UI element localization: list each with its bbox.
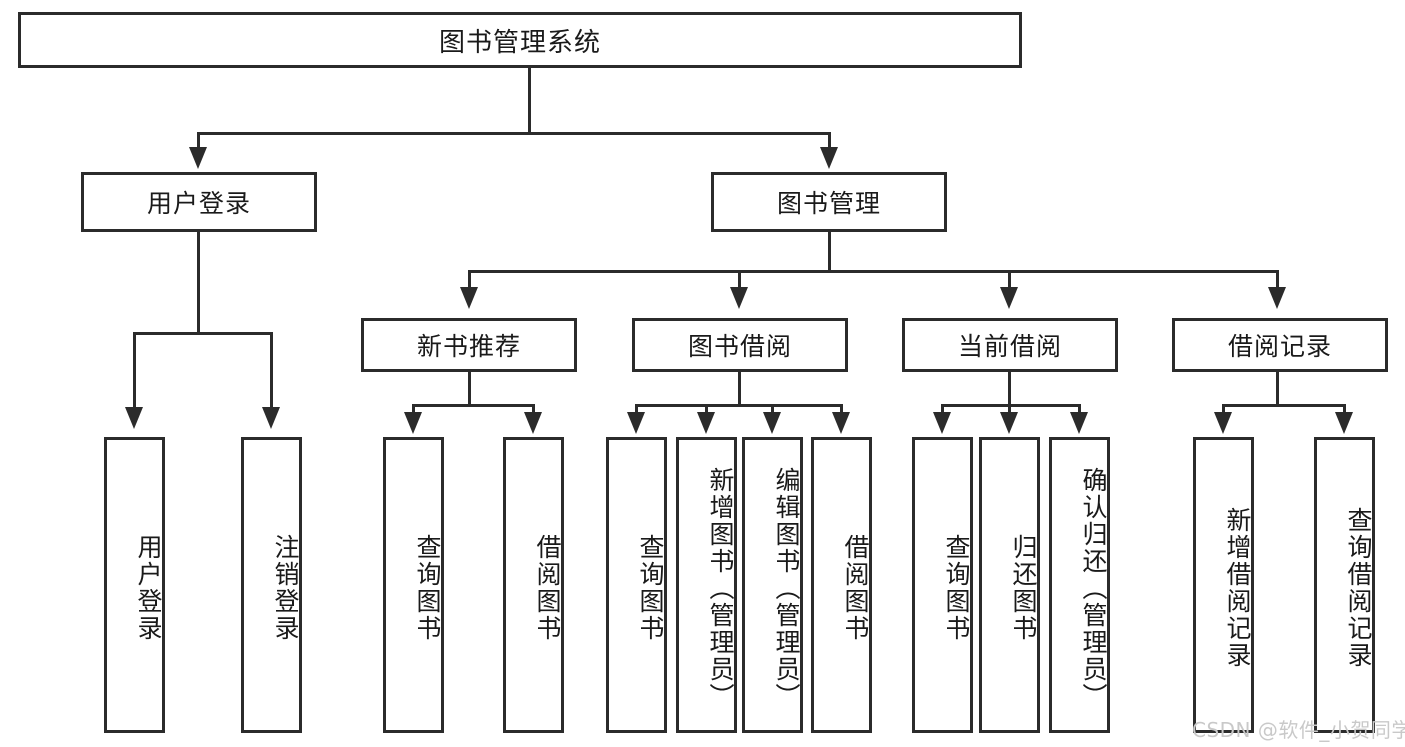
connector-book-manage-stem [828, 232, 831, 272]
node-label: 归还图书 [1009, 534, 1038, 642]
arrow-to-current-borrow [1000, 287, 1018, 309]
connector-current-borrow-bus [941, 404, 1081, 407]
connector-borrow-record-stem [1276, 372, 1279, 406]
arrow-to-new-book [460, 287, 478, 309]
connector-new-book-stem [468, 372, 471, 406]
node-label: 查询借阅记录 [1344, 507, 1373, 669]
arrow-to-br-add-record [1214, 412, 1232, 434]
connector-book-borrow-bus [635, 404, 843, 407]
leaf-br-query-record[interactable]: 查询借阅记录 [1314, 437, 1375, 733]
connector-drop-cb-2 [1008, 404, 1011, 418]
connector-drop-leaf-logout [270, 332, 273, 410]
node-new-book-recommend[interactable]: 新书推荐 [361, 318, 577, 372]
connector-root-bus [197, 132, 831, 135]
connector-level3-bus [468, 270, 1279, 273]
arrow-to-user-login [189, 147, 207, 169]
arrow-to-nb-borrow-book [524, 412, 542, 434]
arrow-to-br-query-record [1335, 412, 1353, 434]
connector-drop-current-borrow [1008, 270, 1011, 290]
connector-borrow-record-bus [1222, 404, 1346, 407]
connector-current-borrow-stem [1008, 372, 1011, 406]
node-book-borrow[interactable]: 图书借阅 [632, 318, 848, 372]
arrow-to-nb-query-book [404, 412, 422, 434]
node-label: 图书管理 [776, 189, 881, 218]
connector-drop-bb-2 [705, 404, 708, 418]
leaf-bb-edit-book[interactable]: 编辑图书（管理员） [742, 437, 803, 733]
connector-book-borrow-stem [738, 372, 741, 406]
node-label: 借阅记录 [1227, 332, 1332, 361]
leaf-cb-confirm-return[interactable]: 确认归还（管理员） [1049, 437, 1110, 733]
node-label: 用户登录 [146, 189, 251, 218]
leaf-user-login[interactable]: 用户登录 [104, 437, 165, 733]
arrow-to-bb-borrow-book [832, 412, 850, 434]
node-borrow-record[interactable]: 借阅记录 [1172, 318, 1388, 372]
connector-drop-cb-3 [1078, 404, 1081, 418]
arrow-to-bb-edit-book [763, 412, 781, 434]
connector-new-book-bus [412, 404, 535, 407]
node-label: 图书借阅 [687, 332, 792, 361]
connector-drop-cb-1 [941, 404, 944, 418]
leaf-bb-query-book[interactable]: 查询图书 [606, 437, 667, 733]
connector-drop-new-book [468, 270, 471, 290]
csdn-watermark: CSDN @软件_小贺同学 [1192, 718, 1405, 742]
leaf-br-add-record[interactable]: 新增借阅记录 [1193, 437, 1254, 733]
node-label: 查询图书 [636, 534, 665, 642]
node-label: 注销登录 [271, 534, 300, 642]
node-label: 确认归还（管理员） [1079, 466, 1108, 710]
leaf-bb-add-book[interactable]: 新增图书（管理员） [676, 437, 737, 733]
connector-drop-book-borrow [738, 270, 741, 290]
node-label: 查询图书 [413, 534, 442, 642]
arrow-to-leaf-logout [262, 407, 280, 429]
node-label: 新增图书（管理员） [706, 466, 735, 710]
node-current-borrow[interactable]: 当前借阅 [902, 318, 1118, 372]
leaf-cb-return-book[interactable]: 归还图书 [979, 437, 1040, 733]
node-label: 新增借阅记录 [1223, 507, 1252, 669]
connector-drop-bb-1 [635, 404, 638, 418]
connector-root-stem [528, 68, 531, 134]
arrow-to-borrow-record [1268, 287, 1286, 309]
arrow-to-cb-return-book [1000, 412, 1018, 434]
arrow-to-bb-query-book [627, 412, 645, 434]
node-label: 借阅图书 [533, 534, 562, 642]
arrow-to-cb-confirm-return [1070, 412, 1088, 434]
leaf-bb-borrow-book[interactable]: 借阅图书 [811, 437, 872, 733]
arrow-to-cb-query-book [933, 412, 951, 434]
arrow-to-book-borrow [730, 287, 748, 309]
node-label: 当前借阅 [957, 332, 1062, 361]
connector-drop-bb-4 [840, 404, 843, 418]
connector-drop-br-2 [1343, 404, 1346, 418]
connector-drop-book-manage [828, 132, 831, 150]
arrow-to-book-manage [820, 147, 838, 169]
connector-drop-borrow-record [1276, 270, 1279, 290]
node-label: 新书推荐 [416, 332, 521, 361]
connector-drop-leaf-user-login [133, 332, 136, 410]
connector-drop-nb-1 [412, 404, 415, 418]
connector-user-login-stem [197, 232, 200, 334]
node-label: 借阅图书 [841, 534, 870, 642]
connector-drop-bb-3 [771, 404, 774, 418]
node-label: 图书管理系统 [438, 27, 601, 58]
connector-drop-nb-2 [532, 404, 535, 418]
leaf-logout[interactable]: 注销登录 [241, 437, 302, 733]
connector-drop-user-login [197, 132, 200, 150]
node-root-system[interactable]: 图书管理系统 [18, 12, 1022, 68]
connector-user-login-bus [133, 332, 273, 335]
connector-drop-br-1 [1222, 404, 1225, 418]
leaf-nb-borrow-book[interactable]: 借阅图书 [503, 437, 564, 733]
node-user-login[interactable]: 用户登录 [81, 172, 317, 232]
arrow-to-bb-add-book [697, 412, 715, 434]
node-label: 用户登录 [134, 534, 163, 642]
node-label: 编辑图书（管理员） [772, 466, 801, 710]
arrow-to-leaf-user-login [125, 407, 143, 429]
leaf-nb-query-book[interactable]: 查询图书 [383, 437, 444, 733]
leaf-cb-query-book[interactable]: 查询图书 [912, 437, 973, 733]
node-label: 查询图书 [942, 534, 971, 642]
node-book-management[interactable]: 图书管理 [711, 172, 947, 232]
